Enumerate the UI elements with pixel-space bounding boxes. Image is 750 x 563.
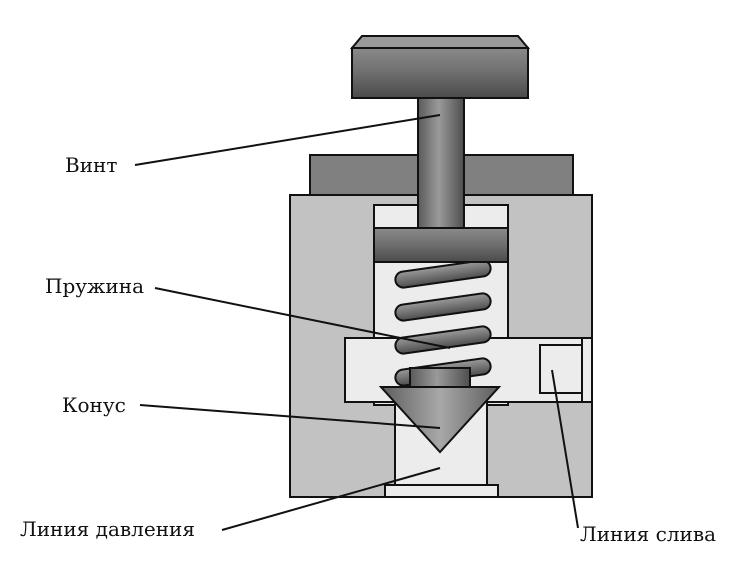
label-drain-line: Линия слива xyxy=(580,522,716,546)
screw-head-bevel xyxy=(349,35,531,49)
label-spring: Пружина xyxy=(45,274,144,298)
leader-spring xyxy=(154,287,451,349)
leader-pressure xyxy=(221,467,441,531)
label-cone: Конус xyxy=(62,393,126,417)
pressure-port xyxy=(384,484,499,498)
drain-port xyxy=(539,344,585,394)
leader-lines xyxy=(134,114,579,531)
cone-stem xyxy=(409,367,471,389)
screw-shaft xyxy=(417,96,465,229)
spring-plate xyxy=(373,227,509,263)
screw-head xyxy=(351,47,529,99)
leader-cone xyxy=(139,404,441,429)
label-screw: Винт xyxy=(65,153,117,177)
leader-drain xyxy=(551,369,579,529)
label-pressure-line: Линия давления xyxy=(20,517,195,541)
drain-port-flange xyxy=(581,337,593,403)
leader-screw xyxy=(134,114,441,166)
